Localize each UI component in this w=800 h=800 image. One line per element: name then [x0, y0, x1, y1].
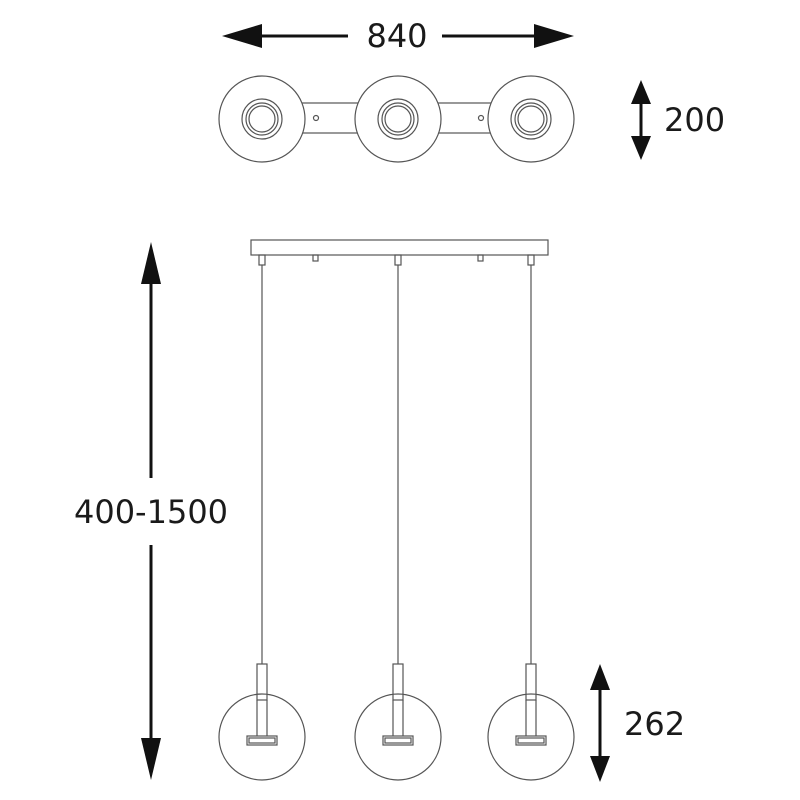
height-dimension: 400-1500 [74, 242, 228, 780]
top-view-shade-middle [354, 75, 442, 163]
width-arrow-head-left [222, 24, 262, 48]
top-view [218, 75, 575, 163]
cable-grip [258, 254, 266, 266]
depth-label: 200 [664, 101, 725, 139]
height-arrow-head-bottom [141, 738, 161, 780]
depth-arrow-head-bottom [631, 136, 651, 160]
depth-dimension: 200 [631, 80, 725, 160]
canopy-fixing [477, 254, 484, 262]
front-view [218, 239, 575, 781]
cable-grip [394, 254, 402, 266]
canopy-fixing [312, 254, 319, 262]
shade-height-label: 262 [624, 705, 685, 743]
cable-grip [527, 254, 535, 266]
height-arrow-head-top [141, 242, 161, 284]
top-view-shade-right [487, 75, 575, 163]
pendant-shade-middle [354, 663, 442, 781]
ceiling-canopy [250, 239, 549, 256]
pendant-shade-right [487, 663, 575, 781]
top-view-screw [477, 114, 485, 122]
shade-arrow-head-top [590, 664, 610, 690]
width-label: 840 [366, 17, 427, 55]
top-view-screw [312, 114, 320, 122]
shade-height-dimension: 262 [590, 664, 685, 782]
width-dimension: 840 [222, 17, 574, 55]
depth-arrow-head-top [631, 80, 651, 104]
top-view-shade-left [218, 75, 306, 163]
shade-arrow-head-bottom [590, 756, 610, 782]
width-arrow-head-right [534, 24, 574, 48]
pendant-shade-left [218, 663, 306, 781]
height-label: 400-1500 [74, 493, 228, 531]
